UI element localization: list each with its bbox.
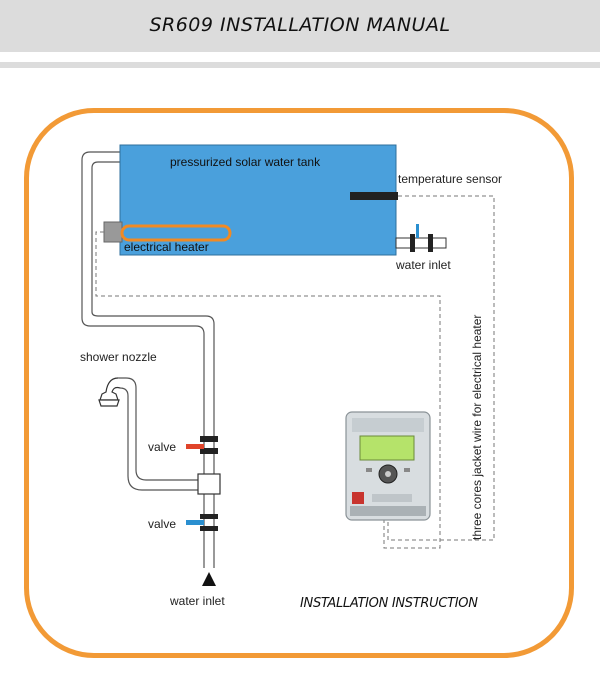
- heater-label: electrical heater: [124, 240, 209, 254]
- hot-water-pipe: [81, 151, 215, 486]
- tee-joint: [197, 473, 221, 495]
- controller-unit: [345, 411, 431, 521]
- hot-valve: [186, 436, 218, 454]
- divider: [0, 62, 600, 68]
- inlet-arrow: [202, 572, 216, 586]
- tank-inlet-label: water inlet: [396, 258, 451, 272]
- shower-pipe: [118, 377, 204, 491]
- controller-display: [359, 435, 415, 461]
- wire-label: three cores jacket wire for electrical h…: [470, 314, 484, 540]
- tank-label-box: pressurized solar water tank: [120, 145, 396, 255]
- hot-valve-label: valve: [148, 440, 177, 454]
- instruction-label: INSTALLATION INSTRUCTION: [300, 596, 478, 611]
- cold-valve: [186, 514, 218, 531]
- temperature-sensor: [350, 192, 398, 200]
- heater-wire: [95, 231, 441, 549]
- bottom-inlet-label: water inlet: [170, 594, 225, 608]
- header-bar: [0, 0, 600, 52]
- temperature-sensor-label: temperature sensor: [398, 172, 503, 186]
- cold-valve-label: valve: [148, 517, 177, 531]
- tank-label: pressurized solar water tank: [170, 155, 321, 169]
- page-title: SR609 INSTALLATION MANUAL: [149, 14, 451, 36]
- sensor-wire: [387, 195, 495, 541]
- tank-inlet: [395, 224, 447, 252]
- shower-nozzle: [98, 377, 121, 407]
- diagram-frame: [24, 108, 574, 658]
- electrical-heater: [120, 224, 232, 242]
- shower-nozzle-label: shower nozzle: [80, 350, 157, 364]
